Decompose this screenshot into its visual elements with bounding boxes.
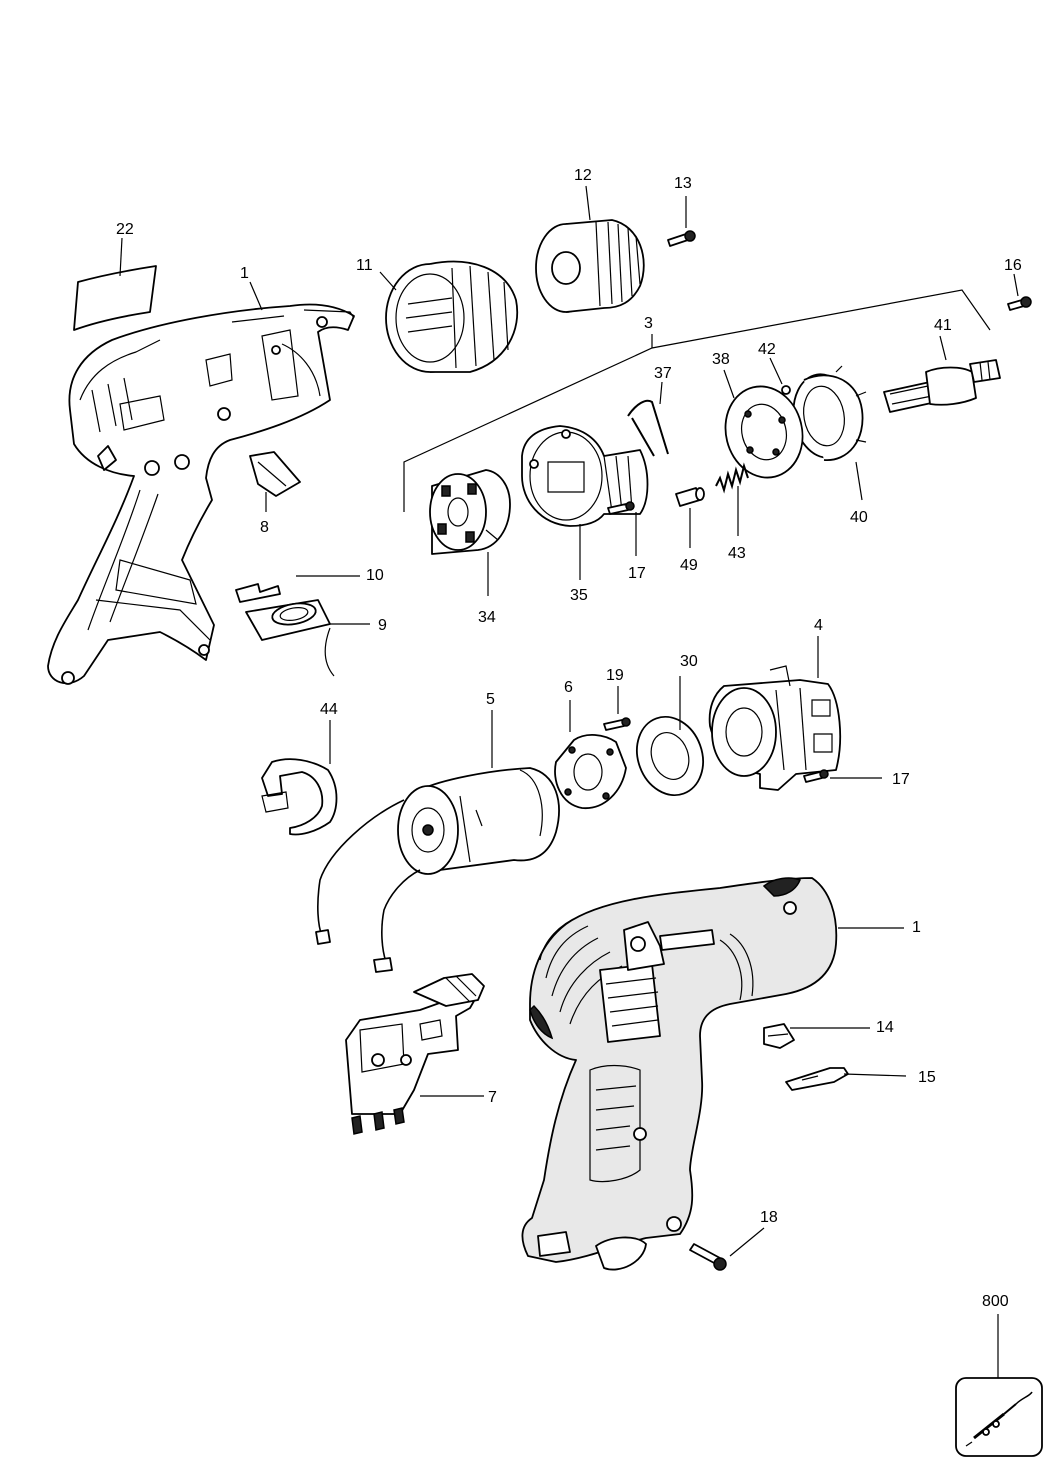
callout-5: 5 <box>486 691 495 708</box>
callout-11: 11 <box>356 257 373 274</box>
part-34-planet-carrier[interactable] <box>429 469 511 596</box>
part-22-label[interactable] <box>73 237 157 331</box>
callout-13: 13 <box>674 175 692 192</box>
part-11-gear-housing[interactable] <box>379 260 519 373</box>
soldering-iron-icon <box>965 1391 1033 1447</box>
callout-1-right: 1 <box>912 919 921 936</box>
callout-3: 3 <box>644 315 653 332</box>
callout-800: 800 <box>982 1293 1009 1310</box>
part-42-ball[interactable] <box>769 357 791 395</box>
part-10-clip[interactable] <box>235 575 360 603</box>
callout-22: 22 <box>116 221 134 238</box>
part-5-motor[interactable] <box>315 710 560 973</box>
part-6-motor-plate[interactable] <box>554 700 627 809</box>
part-38-clutch-plate[interactable] <box>716 369 812 486</box>
callout-12: 12 <box>574 167 592 184</box>
callout-14: 14 <box>876 1019 894 1036</box>
callout-17-upper: 17 <box>628 565 646 582</box>
part-17-screw-lower[interactable] <box>803 769 882 783</box>
callout-1-left: 1 <box>240 265 249 282</box>
part-16-screw[interactable] <box>1007 273 1032 311</box>
part-14-latch[interactable] <box>763 1023 870 1049</box>
part-18-screw[interactable] <box>689 1227 765 1271</box>
part-41-spindle[interactable] <box>883 335 1001 413</box>
part-37-wire-spring[interactable] <box>627 381 669 457</box>
part-19-screw[interactable] <box>603 686 631 731</box>
callout-38: 38 <box>712 351 730 368</box>
part-40-ring-gear[interactable] <box>787 365 867 501</box>
part-3-gearbox-assembly-bracket <box>403 289 991 512</box>
callout-49: 49 <box>680 557 698 574</box>
part-4-gear-case[interactable] <box>708 636 841 791</box>
callout-9: 9 <box>378 617 387 634</box>
callout-labels: 22 1 11 12 13 16 3 41 42 38 37 40 8 35 1… <box>116 167 1022 1310</box>
part-17-screw-upper[interactable] <box>607 501 637 556</box>
part-44-cable-clip[interactable] <box>261 720 338 836</box>
callout-16: 16 <box>1004 257 1022 274</box>
callout-35: 35 <box>570 587 588 604</box>
callout-30: 30 <box>680 653 698 670</box>
callout-7: 7 <box>488 1089 497 1106</box>
callout-15: 15 <box>918 1069 936 1086</box>
callout-17-lower: 17 <box>892 771 910 788</box>
callout-6: 6 <box>564 679 573 696</box>
part-13-screw[interactable] <box>667 196 696 247</box>
callout-42: 42 <box>758 341 776 358</box>
callout-37: 37 <box>654 365 672 382</box>
part-12-chuck[interactable] <box>535 185 645 313</box>
callout-10: 10 <box>366 567 384 584</box>
part-8-spring[interactable] <box>249 451 301 512</box>
part-1-housing-right[interactable] <box>521 877 904 1271</box>
part-9-led-plate[interactable] <box>245 599 370 677</box>
callout-4: 4 <box>814 617 823 634</box>
callout-43: 43 <box>728 545 746 562</box>
callout-19: 19 <box>606 667 624 684</box>
part-1-housing-left[interactable] <box>47 281 355 685</box>
part-30-washer[interactable] <box>626 676 714 805</box>
part-15-bit[interactable] <box>785 1067 907 1091</box>
callout-41: 41 <box>934 317 952 334</box>
part-43-spring[interactable] <box>715 462 749 536</box>
callout-40: 40 <box>850 509 868 526</box>
callout-8: 8 <box>260 519 269 536</box>
part-7-switch[interactable] <box>345 973 485 1135</box>
callout-44: 44 <box>320 701 338 718</box>
part-49-pin[interactable] <box>675 487 705 548</box>
part-800-service-tool[interactable] <box>955 1314 1043 1457</box>
part-35-gearbox-housing[interactable] <box>521 425 649 580</box>
callout-18: 18 <box>760 1209 778 1226</box>
callout-34: 34 <box>478 609 496 626</box>
